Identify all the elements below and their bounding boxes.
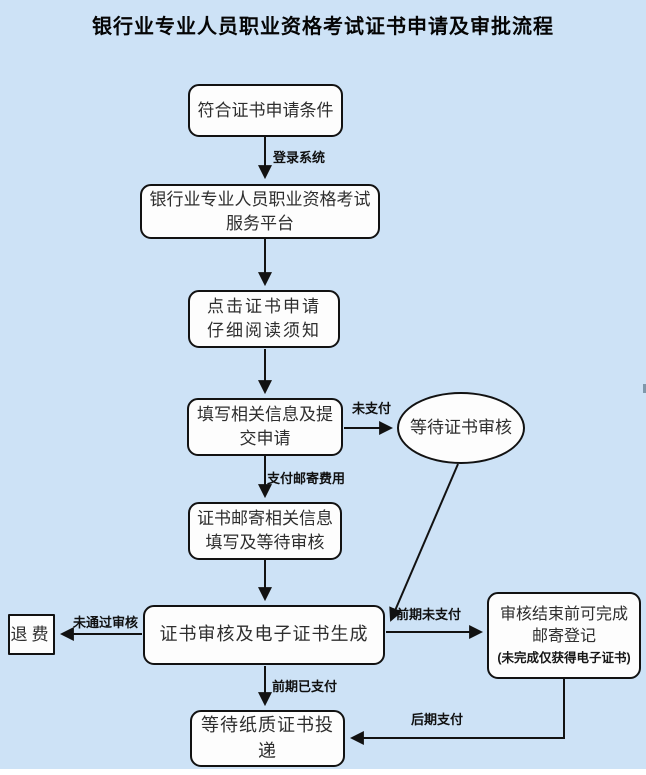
page-title: 银行业专业人员职业资格考试证书申请及审批流程: [92, 16, 554, 38]
edge-label-review-failed: 未通过审核: [73, 615, 139, 630]
node-mail-info: 证书邮寄相关信息 填写及等待审核: [188, 502, 342, 560]
edge-label-pay-mail-fee: 支付邮寄费用: [267, 471, 346, 486]
node-wait-review: 等待证书审核: [397, 392, 525, 464]
node-wait-delivery: 等待纸质证书投递: [190, 710, 345, 767]
node-click-apply: 点击证书申请 仔细阅读须知: [188, 290, 340, 348]
mail-register-label: 审核结束前可完成 邮寄登记: [499, 606, 628, 646]
arrow-waitreview-to-review: [389, 463, 459, 622]
edge-label-late-paid: 后期支付: [411, 712, 464, 727]
node-refund: 退费: [8, 614, 55, 655]
node-mail-register: 审核结束前可完成 邮寄登记 (未完成仅获得电子证书): [487, 592, 641, 679]
node-cert-review: 证书审核及电子证书生成: [143, 605, 385, 665]
mail-register-note: (未完成仅获得电子证书): [497, 650, 631, 665]
node-platform: 银行业专业人员职业资格考试 服务平台: [140, 184, 380, 239]
node-start: 符合证书申请条件: [188, 84, 343, 137]
node-fill-info: 填写相关信息及提 交申请: [187, 398, 343, 456]
edge-label-login: 登录系统: [273, 150, 326, 165]
edge-label-early-paid: 前期已支付: [272, 679, 338, 694]
edge-label-early-unpaid: 前期未支付: [396, 607, 462, 622]
bottom-white-strip: [0, 769, 646, 775]
right-edge-mark: [643, 384, 646, 393]
edge-label-unpaid: 未支付: [352, 401, 392, 416]
